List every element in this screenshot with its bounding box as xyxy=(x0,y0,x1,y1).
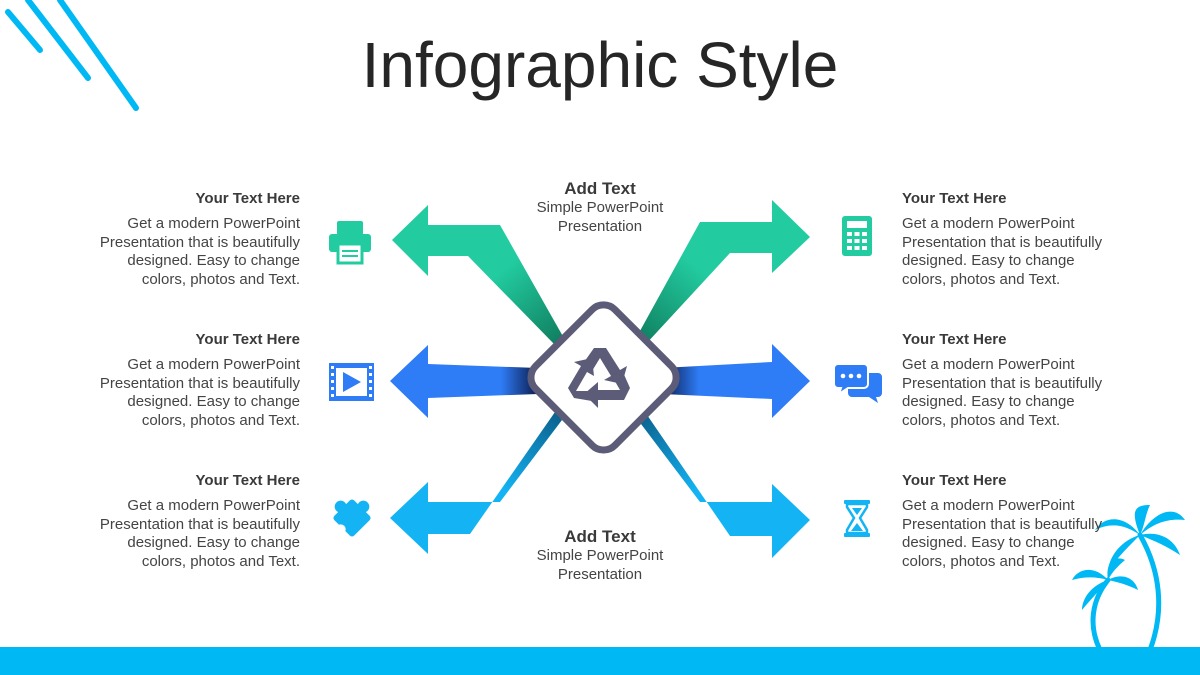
right-block-heading: Your Text Here xyxy=(902,190,1007,207)
right-block-line: colors, photos and Text. xyxy=(902,411,1061,429)
left-block-line: Presentation that is beautifully xyxy=(99,233,300,251)
center-top-text: Add Text Simple PowerPoint Presentation xyxy=(500,179,700,236)
right-block-2: Your Text Here Get a modern PowerPoint P… xyxy=(902,331,1162,430)
left-block-line: Get a modern PowerPoint xyxy=(127,215,300,232)
video-icon xyxy=(329,363,374,401)
right-block-3: Your Text Here Get a modern PowerPoint P… xyxy=(902,472,1162,571)
recycle-icon xyxy=(568,348,630,408)
left-block-heading: Your Text Here xyxy=(195,190,300,207)
arrow-left-bottom xyxy=(390,412,562,554)
left-block-line: colors, photos and Text. xyxy=(141,411,300,429)
right-block-line: Presentation that is beautifully xyxy=(902,374,1103,392)
right-block-line: designed. Easy to change xyxy=(902,534,1075,551)
center-bottom-text: Add Text Simple PowerPoint Presentation xyxy=(500,527,700,584)
palm-tree-illustration xyxy=(1090,532,1162,653)
left-block-line: Presentation that is beautifully xyxy=(99,374,300,392)
left-block-heading: Your Text Here xyxy=(195,472,300,489)
left-block-line: designed. Easy to change xyxy=(127,534,300,551)
right-block-line: colors, photos and Text. xyxy=(902,552,1061,570)
right-block-line: Get a modern PowerPoint xyxy=(902,497,1075,514)
arrow-right-bottom xyxy=(638,412,810,558)
center-top-line1: Simple PowerPoint xyxy=(536,199,664,216)
arrow-left-top xyxy=(392,205,565,345)
left-block-line: Get a modern PowerPoint xyxy=(127,497,300,514)
left-block-line: Presentation that is beautifully xyxy=(99,515,300,533)
center-top-line2: Presentation xyxy=(557,217,643,235)
right-block-heading: Your Text Here xyxy=(902,331,1007,348)
left-block-3: Your Text Here Get a modern PowerPoint P… xyxy=(40,472,300,571)
right-block-line: Presentation that is beautifully xyxy=(902,515,1103,533)
left-block-line: colors, photos and Text. xyxy=(141,270,300,288)
right-block-line: Get a modern PowerPoint xyxy=(902,356,1075,373)
right-block-line: Get a modern PowerPoint xyxy=(902,215,1075,232)
center-diamond xyxy=(527,301,680,454)
left-block-1: Your Text Here Get a modern PowerPoint P… xyxy=(40,190,300,289)
page-title: Infographic Style xyxy=(361,29,839,101)
calculator-icon xyxy=(842,216,872,256)
center-bottom-line1: Simple PowerPoint xyxy=(536,547,664,564)
left-block-line: designed. Easy to change xyxy=(127,393,300,410)
hourglass-icon xyxy=(844,500,870,537)
decorative-lines xyxy=(5,0,139,111)
right-block-line: colors, photos and Text. xyxy=(902,270,1061,288)
right-block-1: Your Text Here Get a modern PowerPoint P… xyxy=(902,190,1162,289)
center-bottom-heading: Add Text xyxy=(564,527,636,546)
left-block-heading: Your Text Here xyxy=(195,331,300,348)
center-top-heading: Add Text xyxy=(564,179,636,198)
puzzle-icon xyxy=(333,499,371,537)
chat-icon xyxy=(833,363,882,403)
left-block-2: Your Text Here Get a modern PowerPoint P… xyxy=(40,331,300,430)
left-block-line: designed. Easy to change xyxy=(127,252,300,269)
right-block-line: designed. Easy to change xyxy=(902,252,1075,269)
arrow-right-middle xyxy=(662,344,810,418)
palm-leaves xyxy=(1072,505,1185,610)
center-bottom-line2: Presentation xyxy=(557,565,643,583)
left-block-line: Get a modern PowerPoint xyxy=(127,356,300,373)
printer-icon xyxy=(329,221,371,265)
left-block-line: colors, photos and Text. xyxy=(141,552,300,570)
right-block-heading: Your Text Here xyxy=(902,472,1007,489)
arrow-left-middle xyxy=(390,345,538,418)
arrow-right-top xyxy=(635,200,810,345)
bottom-accent-bar xyxy=(0,647,1200,675)
right-block-line: designed. Easy to change xyxy=(902,393,1075,410)
right-block-line: Presentation that is beautifully xyxy=(902,233,1103,251)
